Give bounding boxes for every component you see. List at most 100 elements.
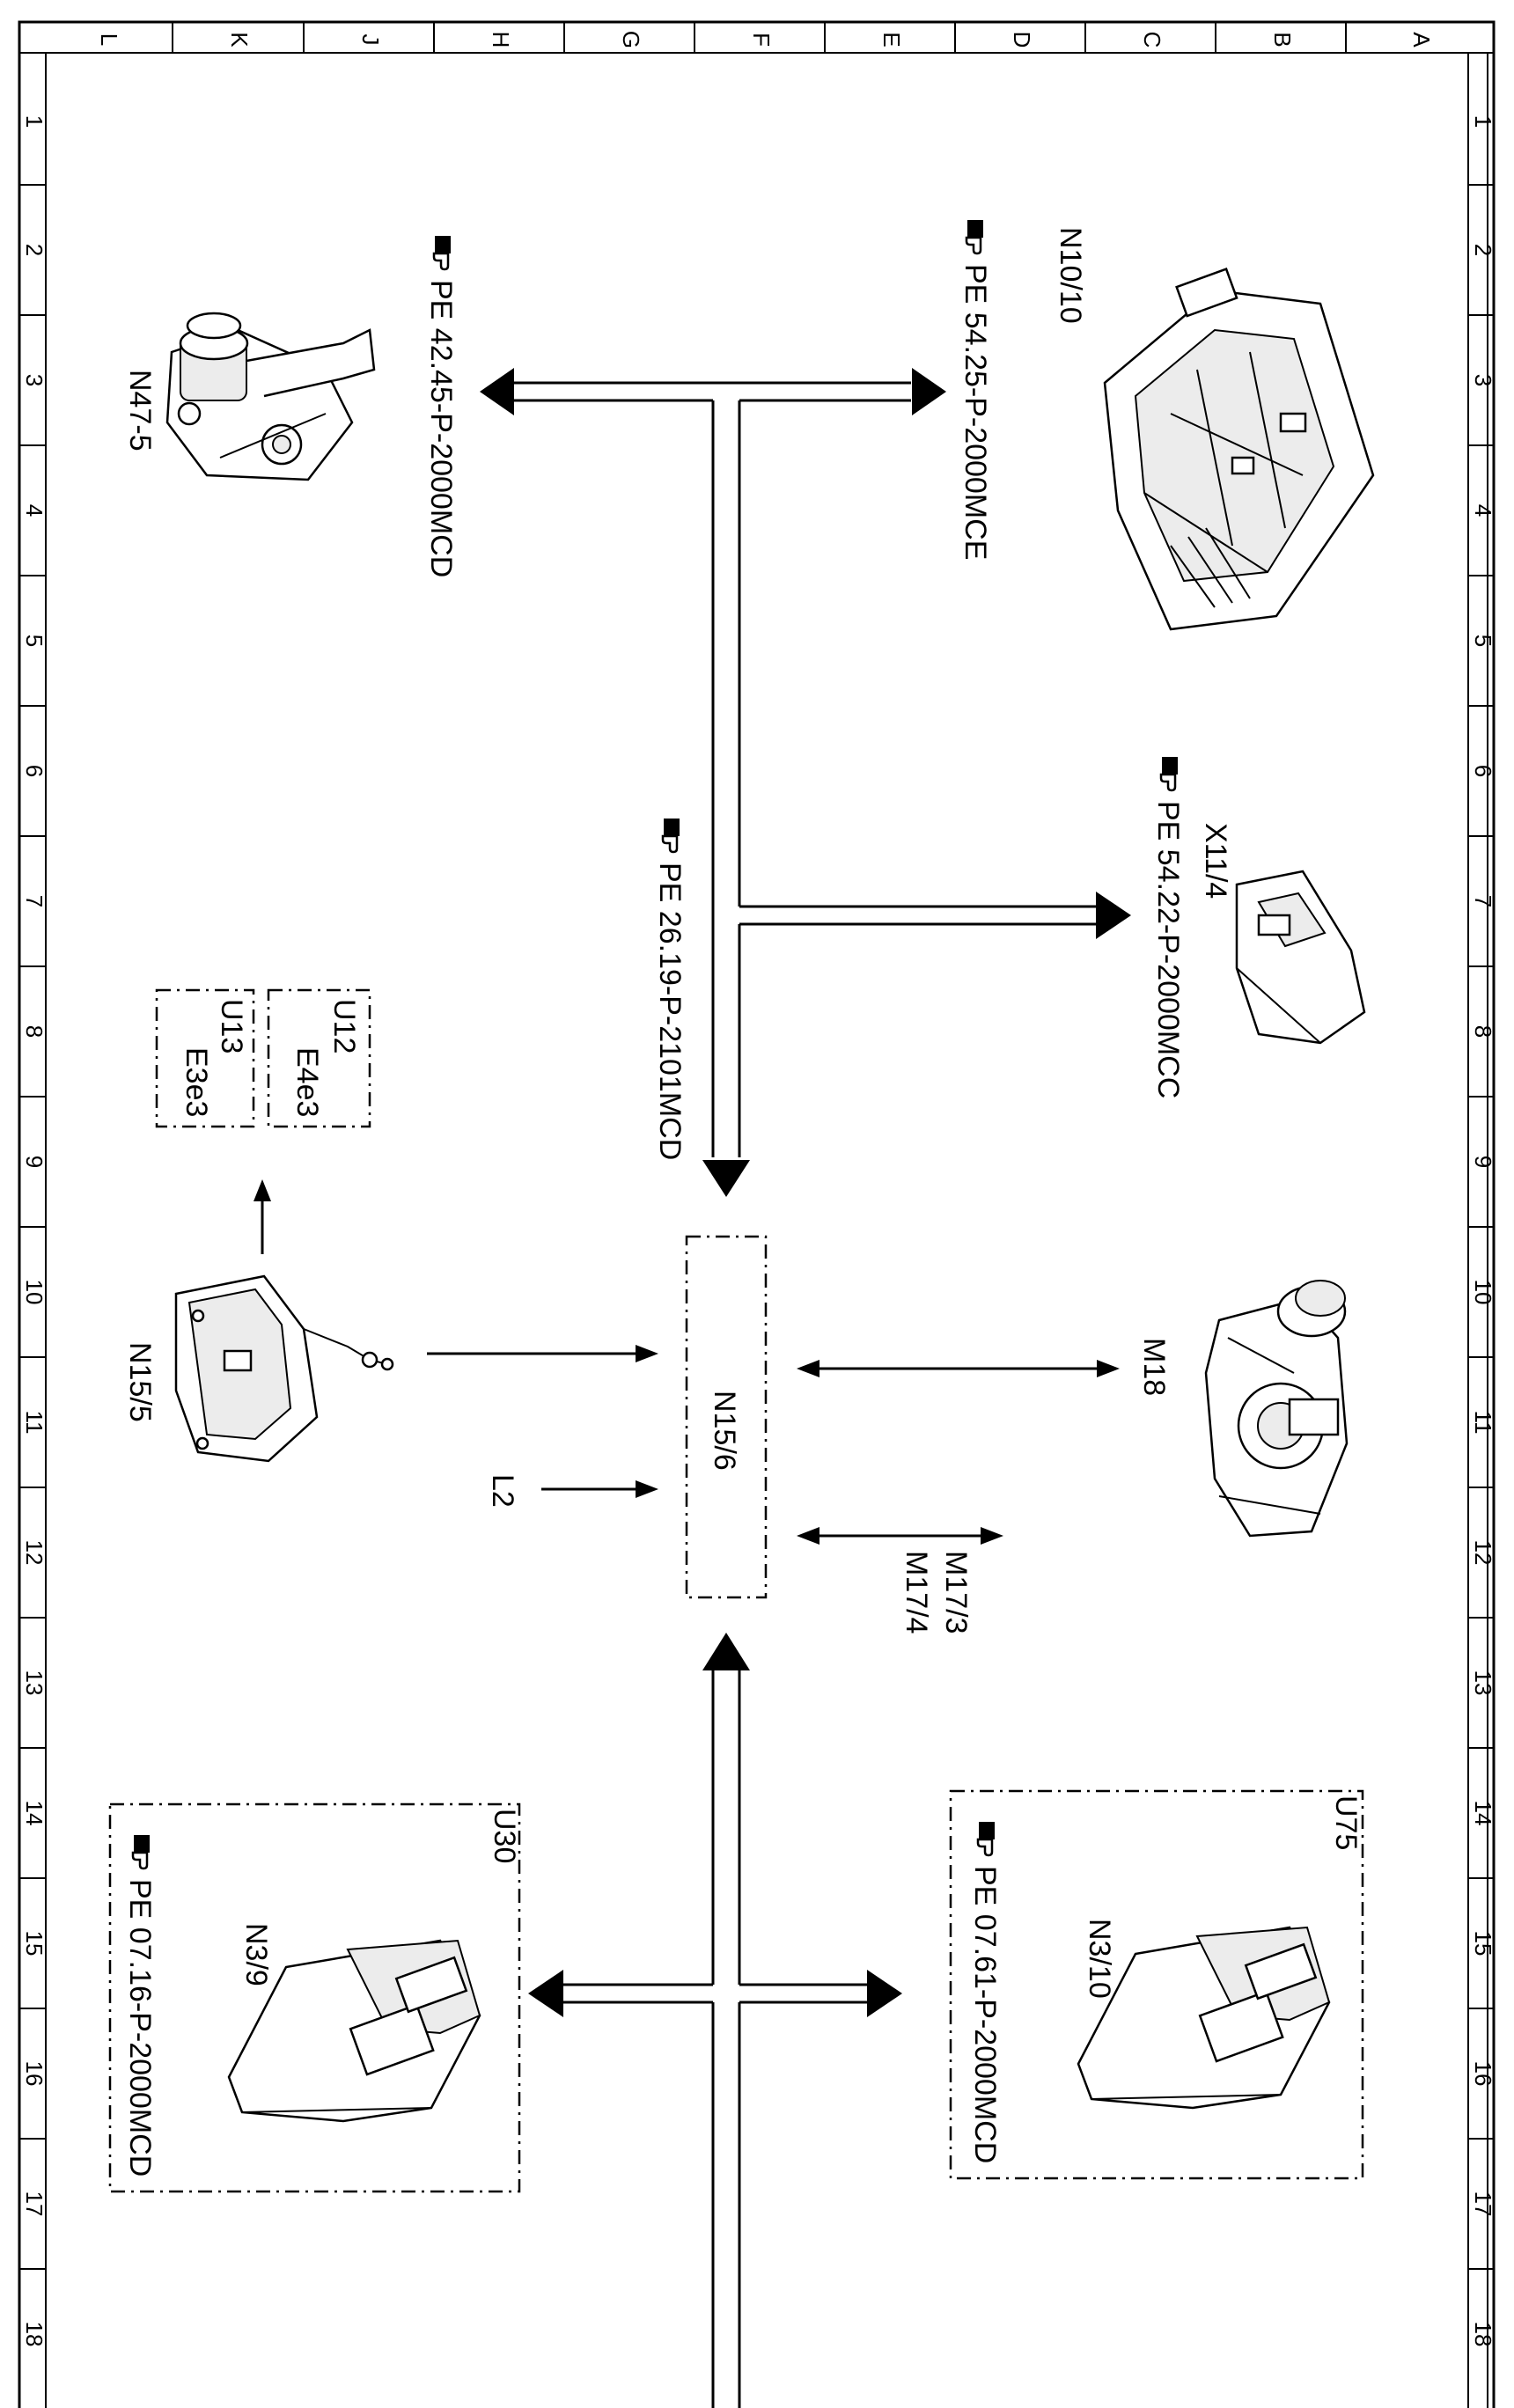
row-label-8-right: 8 xyxy=(1470,1025,1496,1038)
row-label-13-right: 13 xyxy=(1470,1670,1496,1696)
row-label-7-right: 7 xyxy=(1470,895,1496,907)
u13-sub-label: E3e3 xyxy=(180,1047,213,1117)
row-label-9-right: 9 xyxy=(1470,1156,1496,1168)
pointing-hand-icon xyxy=(432,234,452,271)
row-label-2-left: 2 xyxy=(21,244,48,256)
row-label-12-left: 12 xyxy=(21,1540,48,1566)
row-label-1-right: 1 xyxy=(1470,115,1496,128)
row-label-5-left: 5 xyxy=(21,635,48,647)
row-label-10-left: 10 xyxy=(21,1280,48,1305)
col-label-l: L xyxy=(96,33,122,46)
pointing-hand-icon xyxy=(1159,755,1180,792)
bottom-bus-connection xyxy=(528,1633,902,2408)
row-label-11-left: 11 xyxy=(21,1411,48,1435)
row-label-9-left: 9 xyxy=(21,1156,48,1168)
top-bus-connection xyxy=(480,368,1131,1197)
col-label-k: K xyxy=(226,32,253,48)
u13-label: U13 xyxy=(215,999,248,1054)
pointing-hand-icon xyxy=(965,218,985,255)
row-label-14-right: 14 xyxy=(1470,1801,1496,1826)
arrow-to-u30 xyxy=(528,1970,563,2017)
u75-inner-label: N3/10 xyxy=(1083,1919,1116,1999)
row-label-8-left: 8 xyxy=(21,1025,48,1038)
row-label-1-left: 1 xyxy=(21,115,48,128)
arrow-to-n47-5 xyxy=(480,368,514,415)
x11-4-label: X11/4 xyxy=(1199,823,1232,899)
u12-sub-label: E4e3 xyxy=(290,1047,324,1117)
col-label-b: B xyxy=(1269,32,1296,47)
arrow-to-n15-6-bottom xyxy=(702,1633,750,1670)
row-label-6-left: 6 xyxy=(21,765,48,777)
n15-5-illustration xyxy=(174,1274,394,1463)
m18-illustration xyxy=(1204,1280,1349,1538)
col-label-j: J xyxy=(357,34,384,46)
row-label-7-left: 7 xyxy=(21,895,48,907)
col-label-c: C xyxy=(1139,32,1165,48)
u13-module: U13 E3e3 xyxy=(155,988,255,1128)
u30-label: U30 xyxy=(488,1809,521,1863)
col-label-d: D xyxy=(1009,32,1035,48)
row-label-15-right: 15 xyxy=(1470,1931,1496,1956)
arrow-to-n10-10 xyxy=(912,368,946,415)
row-strip-right: 1 2 3 4 5 6 7 8 9 10 11 12 13 14 15 16 1… xyxy=(1467,53,1496,2408)
m17-4-label: M17/4 xyxy=(900,1551,933,1634)
u30-ref: PE 07.16-P-2000MCD xyxy=(123,1879,157,2177)
row-label-2-right: 2 xyxy=(1470,244,1496,256)
signal-arrows xyxy=(254,1179,1120,1545)
u30-inner-label: N3/9 xyxy=(239,1923,273,1986)
m17-3-label: M17/3 xyxy=(939,1551,973,1634)
n15-6-module: N15/6 xyxy=(685,1235,768,1599)
row-label-15-left: 15 xyxy=(21,1931,48,1956)
row-label-16-right: 16 xyxy=(1470,2061,1496,2087)
pointing-hand-icon xyxy=(661,817,681,854)
row-label-13-left: 13 xyxy=(21,1670,48,1696)
u75-label: U75 xyxy=(1329,1795,1363,1850)
n47-5-ref: PE 42.45-P-2000MCD xyxy=(424,280,458,577)
column-header: L K J H G F E D C B A xyxy=(19,22,1494,54)
n47-5-illustration xyxy=(165,312,376,481)
n3-10-illustration xyxy=(1077,1926,1331,2110)
row-label-6-right: 6 xyxy=(1470,765,1496,777)
row-label-18-right: 18 xyxy=(1470,2322,1496,2347)
m18-label: M18 xyxy=(1137,1338,1171,1396)
row-label-16-left: 16 xyxy=(21,2061,48,2087)
u75-module: U75 N3/10 PE 07.61-P-2000MCD xyxy=(949,1789,1364,2180)
arrow-to-u75 xyxy=(867,1970,902,2017)
pointing-hand-icon xyxy=(976,1820,996,1857)
col-label-h: H xyxy=(488,32,514,48)
n10-10-illustration xyxy=(1103,268,1375,631)
row-label-17-left: 17 xyxy=(21,2191,48,2217)
row-label-17-right: 17 xyxy=(1470,2191,1496,2217)
row-label-18-left: 18 xyxy=(21,2322,48,2347)
row-label-4-right: 4 xyxy=(1470,504,1496,517)
n47-5-label: N47-5 xyxy=(123,370,157,452)
u12-module: U12 E4e3 xyxy=(267,988,371,1128)
u12-label: U12 xyxy=(327,999,361,1054)
row-label-3-left: 3 xyxy=(21,374,48,386)
row-label-3-right: 3 xyxy=(1470,374,1496,386)
pointing-hand-icon xyxy=(131,1833,151,1870)
x11-4-ref: PE 54.22-P-2000MCC xyxy=(1151,801,1185,1098)
n3-9-illustration xyxy=(227,1939,481,2123)
n15-5-label: N15/5 xyxy=(123,1342,157,1422)
row-label-11-right: 11 xyxy=(1470,1411,1496,1435)
arrow-to-n15-6-top xyxy=(702,1160,750,1197)
col-label-a: A xyxy=(1408,32,1435,48)
row-strip-left: 1 2 3 4 5 6 7 8 9 10 11 12 13 14 15 16 1… xyxy=(19,53,48,2408)
n10-10-label: N10/10 xyxy=(1054,227,1087,324)
arrow-to-x11-4 xyxy=(1096,892,1131,939)
row-label-10-right: 10 xyxy=(1470,1280,1496,1305)
row-label-4-left: 4 xyxy=(21,504,48,517)
row-label-5-right: 5 xyxy=(1470,635,1496,647)
u30-module: U30 N3/9 PE 07.16-P-2000MCD xyxy=(108,1802,521,2193)
col-label-e: E xyxy=(878,32,905,47)
row-label-12-right: 12 xyxy=(1470,1540,1496,1566)
u75-ref: PE 07.61-P-2000MCD xyxy=(968,1866,1002,2163)
l2-label: L2 xyxy=(486,1474,519,1508)
x11-4-illustration xyxy=(1235,870,1366,1045)
col-label-f: F xyxy=(748,33,775,47)
row-label-14-left: 14 xyxy=(21,1801,48,1826)
n15-6-label: N15/6 xyxy=(708,1391,741,1471)
main-bus-ref: PE 26.19-P-2101MCD xyxy=(653,863,687,1160)
